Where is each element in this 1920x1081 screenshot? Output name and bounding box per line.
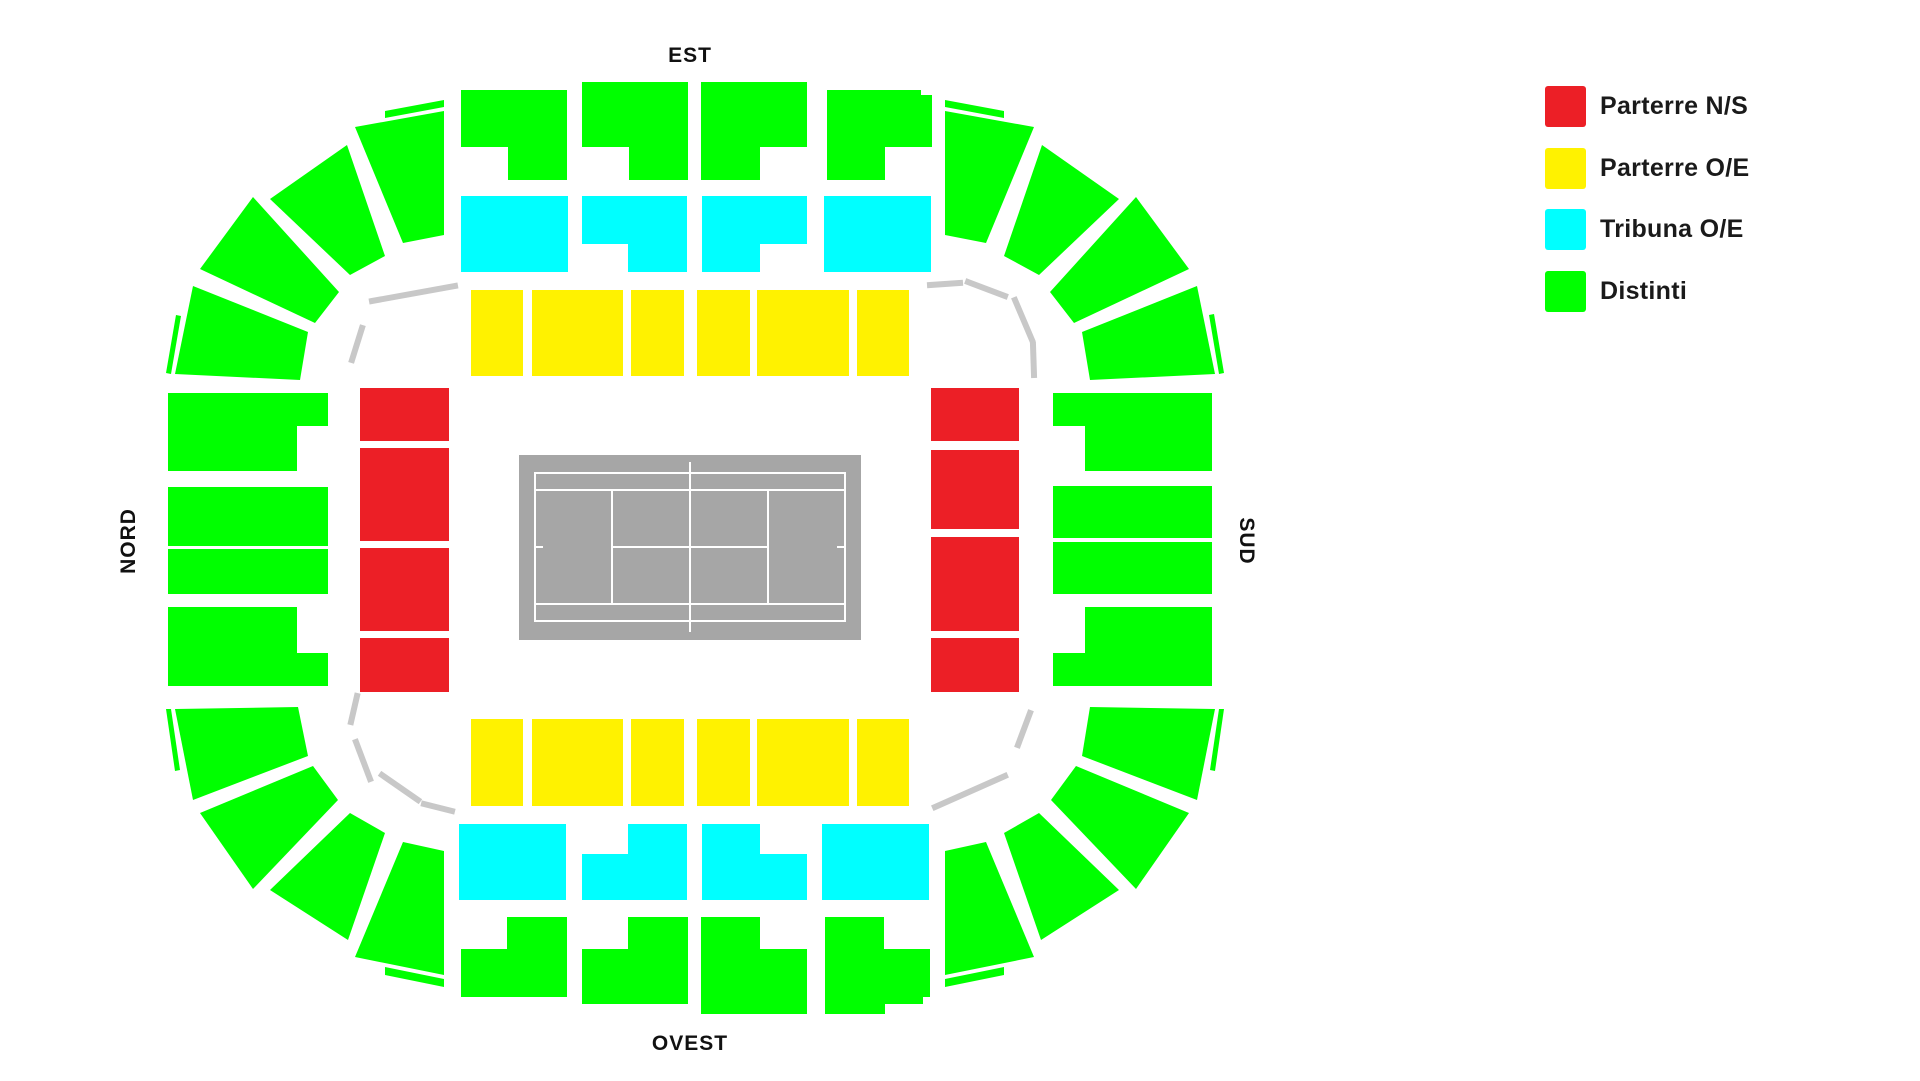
seating-section[interactable] xyxy=(582,917,688,1004)
seating-section[interactable] xyxy=(200,766,338,889)
seating-section[interactable] xyxy=(461,917,567,997)
seating-section[interactable] xyxy=(168,487,328,546)
seating-section[interactable] xyxy=(697,290,750,376)
seating-section[interactable] xyxy=(385,967,444,987)
seating-section[interactable] xyxy=(168,393,328,471)
seating-section[interactable] xyxy=(355,111,444,243)
seating-section[interactable] xyxy=(702,196,807,272)
seating-section[interactable] xyxy=(702,824,807,900)
seating-section[interactable] xyxy=(857,290,909,376)
seating-section[interactable] xyxy=(857,719,909,806)
seating-section[interactable] xyxy=(1051,766,1189,889)
seating-section[interactable] xyxy=(822,824,929,900)
legend-item-parterre-oe[interactable]: Parterre O/E xyxy=(1545,147,1750,189)
legend-item-parterre-ns[interactable]: Parterre N/S xyxy=(1545,86,1750,127)
seating-section[interactable] xyxy=(945,100,1004,118)
sector-group-parterre-oe xyxy=(471,290,909,806)
seating-section[interactable] xyxy=(757,290,849,376)
seating-section[interactable] xyxy=(1053,607,1212,686)
seating-section[interactable] xyxy=(1082,286,1215,380)
seating-section[interactable] xyxy=(168,607,328,686)
seating-section[interactable] xyxy=(824,196,931,272)
seating-section[interactable] xyxy=(631,290,684,376)
seating-section[interactable] xyxy=(697,719,750,806)
seating-section[interactable] xyxy=(532,290,623,376)
legend-label: Tribuna O/E xyxy=(1600,215,1744,243)
sector-group-distinti xyxy=(166,82,1224,1014)
seating-section[interactable] xyxy=(827,90,932,180)
seating-section[interactable] xyxy=(931,537,1019,631)
seating-section[interactable] xyxy=(945,842,1034,975)
seating-section[interactable] xyxy=(931,450,1019,529)
direction-label-north: NORD xyxy=(117,508,140,574)
seating-section[interactable] xyxy=(360,388,449,441)
seating-section[interactable] xyxy=(532,719,623,806)
seating-section[interactable] xyxy=(701,917,807,1014)
seating-section[interactable] xyxy=(459,824,566,900)
direction-label-south: SUD xyxy=(1235,517,1258,564)
seating-section[interactable] xyxy=(945,967,1004,987)
seating-section[interactable] xyxy=(168,549,328,594)
seating-section[interactable] xyxy=(701,82,807,180)
seating-section[interactable] xyxy=(1082,707,1215,800)
seating-section[interactable] xyxy=(1050,197,1189,323)
legend-label: Parterre N/S xyxy=(1600,92,1749,120)
direction-label-east: EST xyxy=(668,44,712,67)
legend-swatch xyxy=(1545,270,1586,312)
legend-label: Parterre O/E xyxy=(1600,153,1750,182)
seating-section[interactable] xyxy=(461,90,567,180)
seating-section[interactable] xyxy=(582,82,688,180)
seating-section[interactable] xyxy=(461,196,568,272)
direction-label-west: OVEST xyxy=(652,1032,728,1055)
seating-section[interactable] xyxy=(166,315,181,374)
seating-section[interactable] xyxy=(471,290,523,376)
seating-section[interactable] xyxy=(175,286,308,380)
seating-section[interactable] xyxy=(385,100,444,118)
seating-section[interactable] xyxy=(582,196,687,272)
seating-section[interactable] xyxy=(1053,542,1212,594)
legend-swatch xyxy=(1545,209,1586,250)
seating-section[interactable] xyxy=(631,719,684,806)
seating-section[interactable] xyxy=(360,448,449,541)
seating-section[interactable] xyxy=(270,813,385,940)
seating-section[interactable] xyxy=(1004,145,1119,275)
seating-section[interactable] xyxy=(200,197,339,323)
seating-section[interactable] xyxy=(360,638,449,692)
seating-section[interactable] xyxy=(931,388,1019,441)
seating-section[interactable] xyxy=(825,917,930,1014)
legend-swatch xyxy=(1545,147,1586,189)
legend-swatch xyxy=(1545,86,1586,127)
seating-section[interactable] xyxy=(166,709,180,771)
legend-item-distinti[interactable]: Distinti xyxy=(1545,270,1750,312)
seating-section[interactable] xyxy=(471,719,523,806)
seating-section[interactable] xyxy=(1053,393,1212,471)
seating-section[interactable] xyxy=(1210,709,1224,771)
seating-section[interactable] xyxy=(360,548,449,631)
walkway-dashes xyxy=(347,278,1038,815)
seating-section[interactable] xyxy=(757,719,849,806)
seating-section[interactable] xyxy=(1209,314,1224,374)
sector-group-tribuna-oe xyxy=(459,196,931,900)
legend-label: Distinti xyxy=(1600,276,1688,305)
legend: Parterre N/S Parterre O/E Tribuna O/E Di… xyxy=(1545,86,1750,332)
court-lines xyxy=(534,462,846,632)
seating-section[interactable] xyxy=(270,145,385,275)
seating-section[interactable] xyxy=(1053,486,1212,538)
sector-group-parterre-ns xyxy=(360,388,1019,692)
seating-section[interactable] xyxy=(582,824,687,900)
tennis-court xyxy=(519,455,861,640)
legend-item-tribuna-oe[interactable]: Tribuna O/E xyxy=(1545,209,1750,250)
seating-section[interactable] xyxy=(175,707,308,800)
seating-section[interactable] xyxy=(1004,813,1119,940)
seating-section[interactable] xyxy=(355,842,444,975)
seating-section[interactable] xyxy=(931,638,1019,692)
seating-section[interactable] xyxy=(945,111,1034,243)
